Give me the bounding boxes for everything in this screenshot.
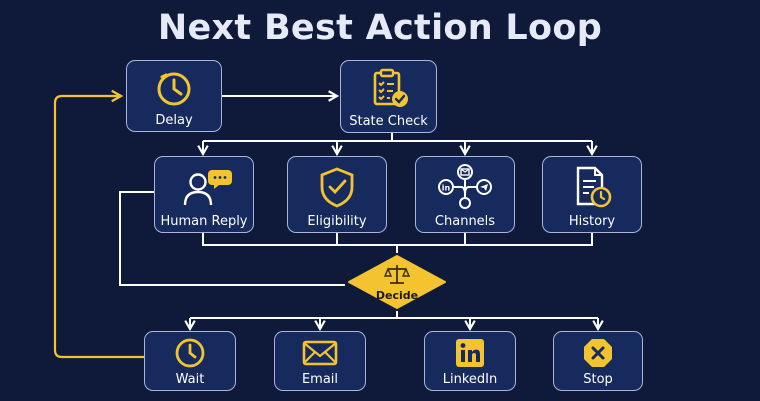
document-clock-icon xyxy=(543,164,641,210)
node-label: Decide xyxy=(375,289,419,302)
node-label: Human Reply xyxy=(160,214,248,229)
node-linkedin: LinkedIn xyxy=(424,331,516,391)
node-label: Delay xyxy=(155,113,193,128)
shield-check-icon xyxy=(288,164,386,210)
user-chat-icon xyxy=(155,165,253,209)
envelope-icon xyxy=(275,338,365,368)
node-stop: Stop xyxy=(553,331,643,391)
node-delay: Delay xyxy=(126,60,222,132)
node-channels: in Channels xyxy=(415,156,515,233)
node-history: History xyxy=(542,156,642,233)
node-eligibility: Eligibility xyxy=(287,156,387,233)
node-label: History xyxy=(568,214,616,229)
clock-icon xyxy=(145,336,235,370)
connector-fan-in xyxy=(202,233,593,253)
channel-hub-icon: in xyxy=(416,164,514,210)
loop-back-arrow xyxy=(53,89,144,359)
clipboard-check-icon xyxy=(341,66,436,112)
connector-decide-fanout xyxy=(190,311,598,319)
node-label: Eligibility xyxy=(307,214,367,229)
linkedin-icon xyxy=(425,337,515,369)
node-wait: Wait xyxy=(144,331,236,391)
node-state-check: State Check xyxy=(340,60,437,133)
node-label: Email xyxy=(301,372,339,387)
node-label: Wait xyxy=(175,372,205,387)
node-decide: Decide xyxy=(347,254,447,310)
svg-text:in: in xyxy=(442,184,451,193)
node-email: Email xyxy=(274,331,366,391)
connector-human-reply-bypass xyxy=(119,191,345,286)
node-label: LinkedIn xyxy=(442,372,498,387)
stop-octagon-icon xyxy=(554,337,642,369)
node-label: Stop xyxy=(583,372,613,387)
connector-state-check-fanout xyxy=(203,133,592,142)
node-label: Channels xyxy=(434,214,496,229)
scales-icon xyxy=(383,263,411,291)
page-title: Next Best Action Loop xyxy=(157,8,603,48)
node-human-reply: Human Reply xyxy=(154,156,254,233)
node-label: State Check xyxy=(349,114,428,129)
clock-icon xyxy=(127,69,221,109)
